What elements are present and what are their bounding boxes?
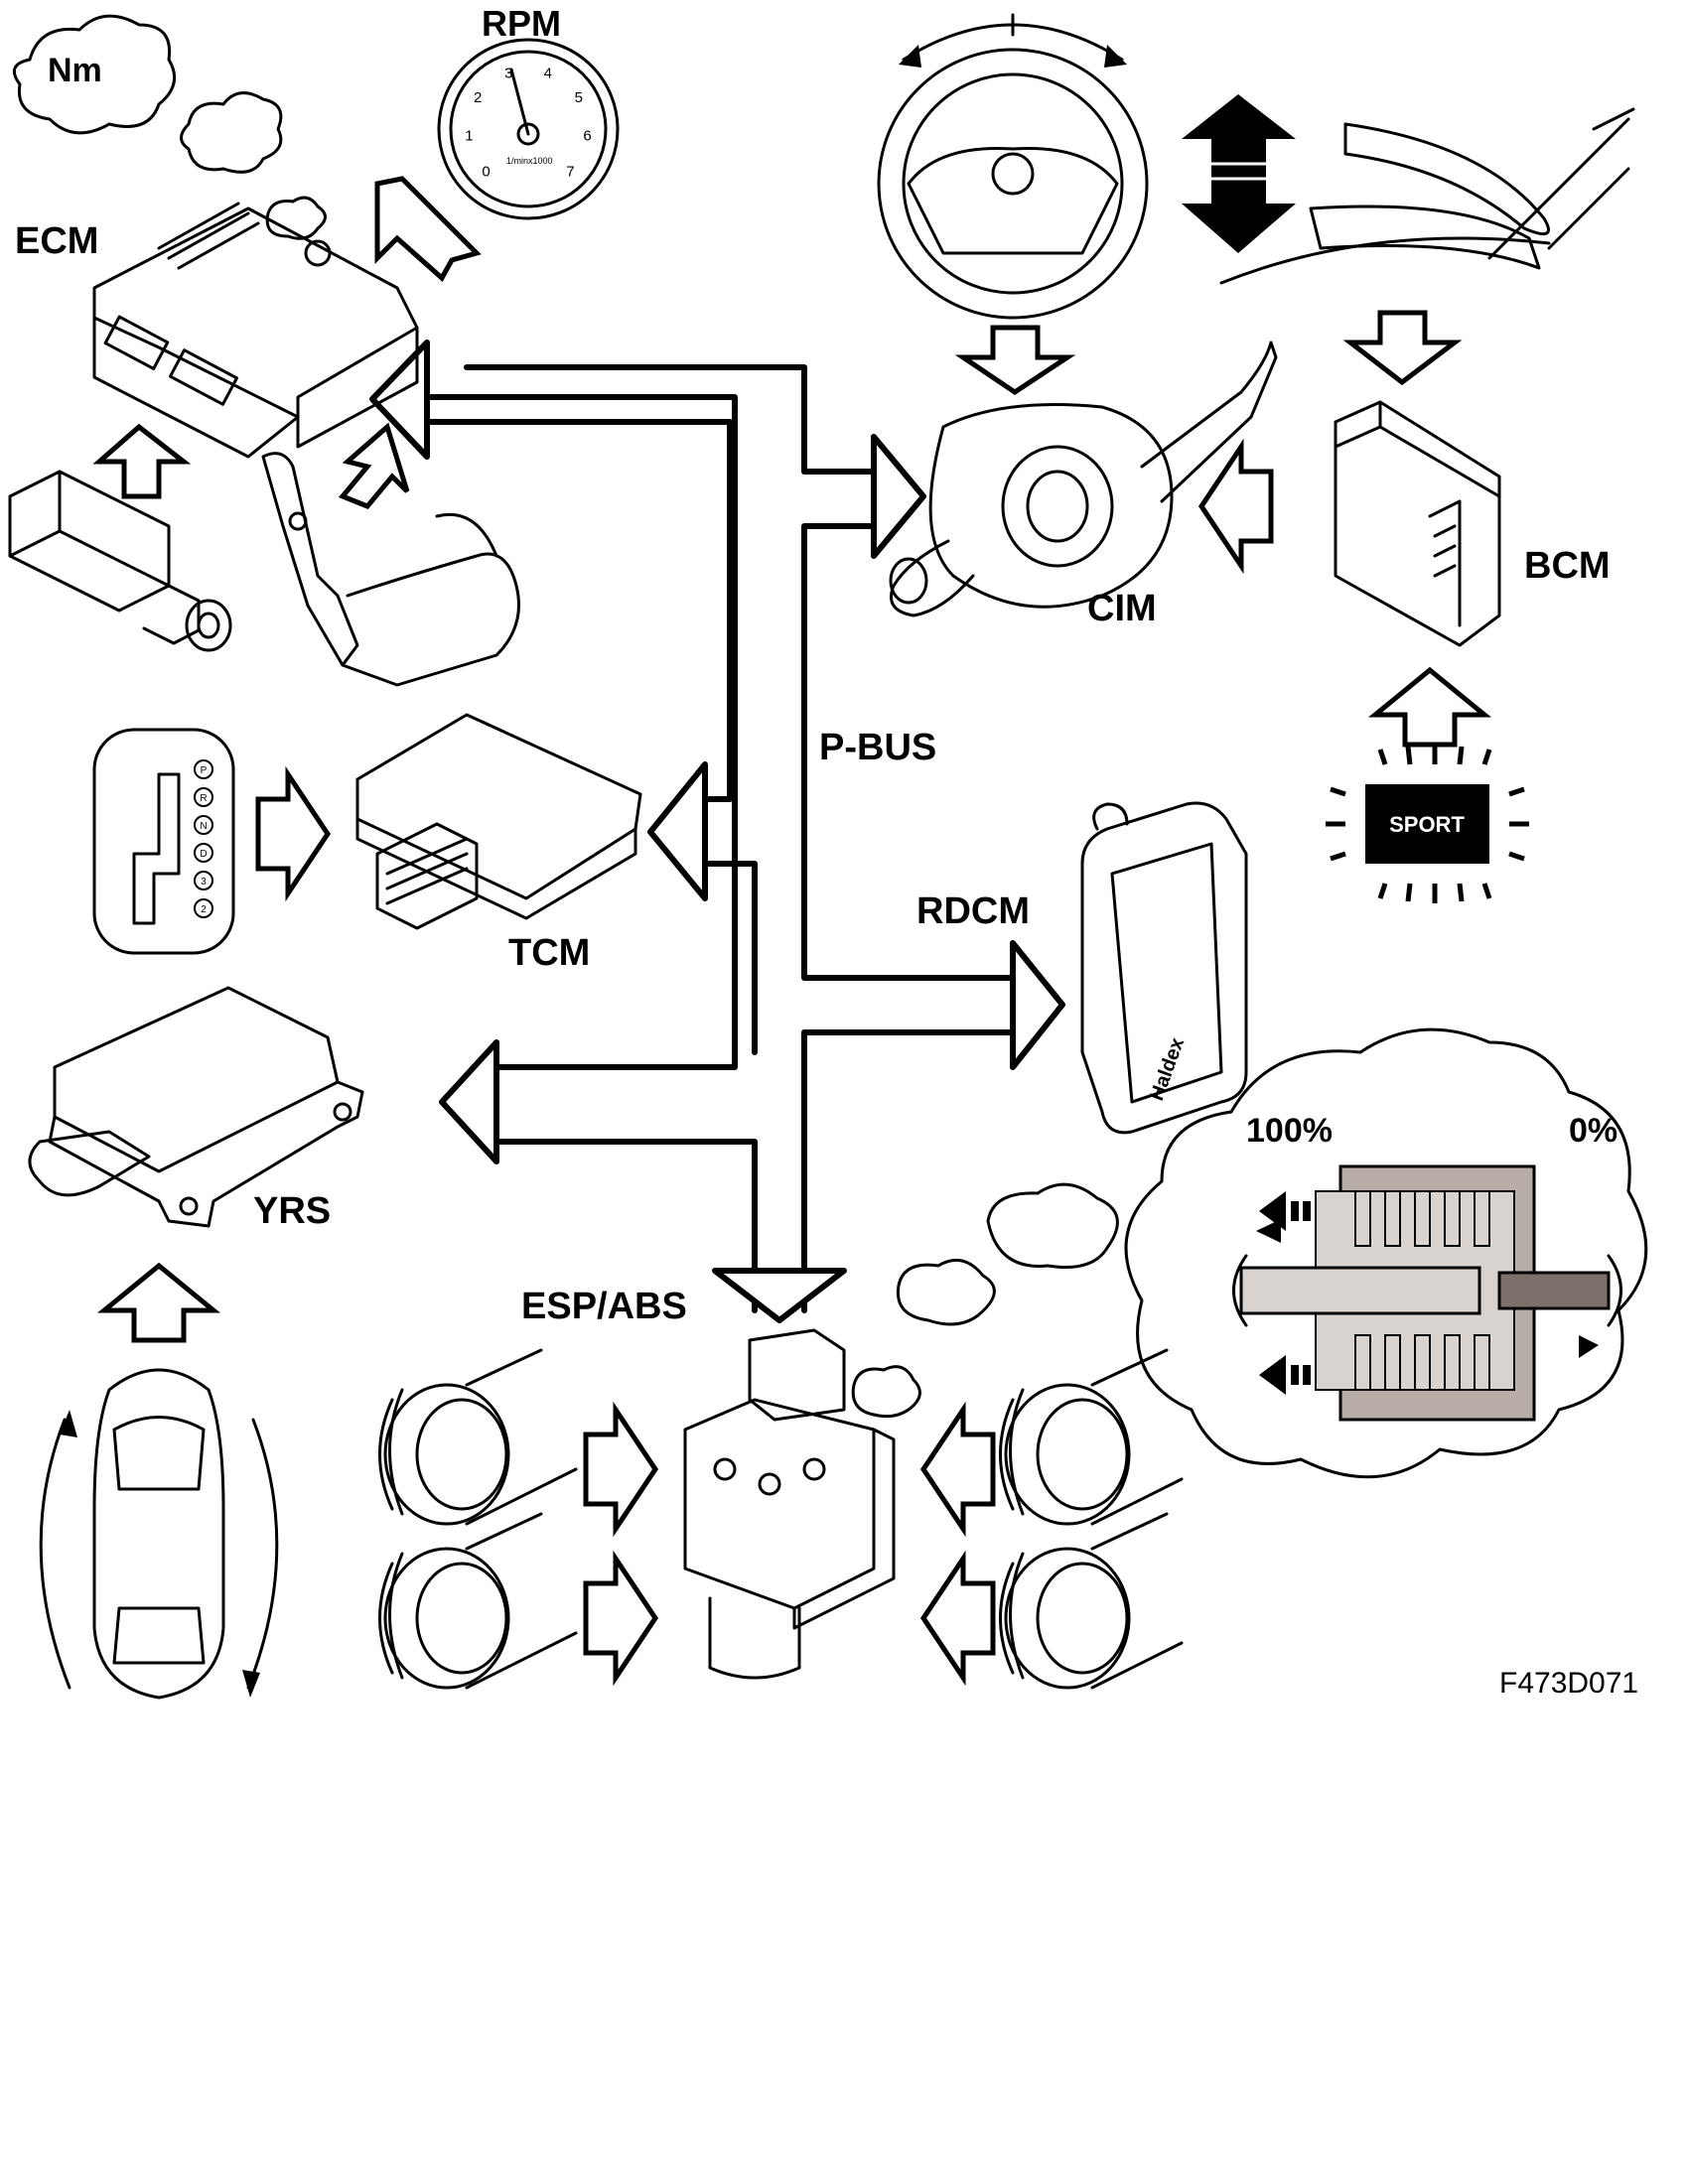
tcm-label: TCM xyxy=(508,932,590,974)
arrow-to-rdcm xyxy=(1010,940,1065,1070)
p-bus-label: P-BUS xyxy=(819,727,936,768)
nm-label: Nm xyxy=(48,52,102,89)
brake-switch-icon xyxy=(8,470,232,652)
ecm-module-icon xyxy=(92,202,419,459)
shifter-position-label: D xyxy=(200,849,207,860)
p-bus-wiring xyxy=(424,364,1016,1313)
shifter-position-mark xyxy=(194,898,213,918)
percent-0-label: 0% xyxy=(1569,1112,1618,1150)
arrow-pedal-to-ecm xyxy=(338,422,410,509)
gauge-tick-label: 3 xyxy=(504,65,512,81)
esp-abs-label: ESP/ABS xyxy=(521,1286,687,1327)
shifter-position-label: 3 xyxy=(201,877,207,887)
arrow-steering-to-cim xyxy=(954,325,1076,396)
shifter-position-label: R xyxy=(200,793,207,804)
gauge-tick-label: 0 xyxy=(482,163,490,180)
clutch-pedal-icon xyxy=(1219,107,1635,285)
rpm-label: RPM xyxy=(482,3,561,44)
wheel-rear-left-icon xyxy=(378,1512,578,1690)
bus-arrowheads xyxy=(369,340,1065,1323)
cim-module-icon xyxy=(889,341,1278,617)
arrow-to-ecm xyxy=(369,340,430,460)
yrs-label: YRS xyxy=(253,1190,331,1232)
arrow-to-esp-abs xyxy=(712,1268,847,1323)
ecm-label: ECM xyxy=(15,220,98,262)
arrow-wheel-rl-to-esp xyxy=(583,1550,659,1687)
accelerator-pedal-icon xyxy=(261,452,520,687)
nm-cloud: Nm xyxy=(12,14,177,135)
gauge-tick-labels: 0 1 2 3 4 5 6 7 xyxy=(465,65,592,180)
arrow-to-tcm xyxy=(647,761,708,901)
percent-100-label: 100% xyxy=(1246,1112,1333,1150)
bcm-label: BCM xyxy=(1524,545,1611,587)
wheel-rear-right-icon xyxy=(999,1512,1184,1690)
gauge-tick-label: 5 xyxy=(575,89,583,106)
shifter-position-label: N xyxy=(200,821,207,832)
arrow-pedal-to-bcm xyxy=(1342,310,1463,386)
arrow-wheel-rr-to-esp xyxy=(919,1550,996,1687)
cim-label: CIM xyxy=(1087,588,1157,629)
shifter-position-label: P xyxy=(201,765,208,776)
arrow-wheel-fl-to-esp xyxy=(583,1401,659,1538)
bcm-module-icon xyxy=(1334,400,1501,647)
force-arrows xyxy=(1259,1191,1311,1395)
arrow-wheel-fr-to-esp xyxy=(919,1401,996,1538)
figure-id: F473D071 xyxy=(1499,1667,1638,1700)
thought-cloud-esp-3 xyxy=(986,1182,1119,1270)
wheel-front-left-icon xyxy=(378,1348,578,1526)
esp-abs-unit-icon xyxy=(683,1328,896,1680)
sport-button-icon: SPORT xyxy=(1326,745,1529,903)
arrow-rpm-to-ecm xyxy=(374,176,482,282)
shifter-position-mark xyxy=(194,787,213,807)
arrow-car-to-yrs xyxy=(96,1262,221,1343)
gauge-tick-label: 1 xyxy=(465,128,473,145)
gauge-tick-label: 4 xyxy=(544,65,552,81)
thought-cloud-small xyxy=(180,91,283,174)
wheel-front-right-icon xyxy=(999,1348,1184,1526)
arrow-bcm-to-cim xyxy=(1197,438,1274,575)
haldex-coupling-cloud: 100% 0% xyxy=(1124,1027,1648,1479)
gauge-tick-label: 6 xyxy=(583,128,591,145)
thought-cloud-esp xyxy=(851,1365,921,1419)
car-top-view-icon xyxy=(39,1368,279,1700)
arrow-brake-switch-to-ecm xyxy=(92,423,192,499)
haldex-label: Haldex xyxy=(1146,1035,1189,1104)
gauge-unit-label: 1/minx1000 xyxy=(506,156,553,166)
shifter-position-mark xyxy=(194,759,213,779)
gauge-tick-label: 2 xyxy=(474,89,482,106)
thought-cloud-esp-2 xyxy=(896,1258,996,1326)
arrow-to-yrs xyxy=(439,1039,499,1164)
sport-label: SPORT xyxy=(1389,812,1465,837)
yrs-module-icon xyxy=(28,986,364,1228)
shifter-position-label: 2 xyxy=(201,904,207,915)
shifter-position-labels: P R N D 3 2 xyxy=(194,759,213,918)
shifter-position-mark xyxy=(194,815,213,835)
arrow-sport-to-bcm xyxy=(1367,666,1492,748)
tcm-module-icon xyxy=(355,713,642,930)
rdcm-module-icon: Haldex xyxy=(1080,801,1248,1135)
thought-cloud-tiny xyxy=(265,196,327,240)
shifter-position-mark xyxy=(194,871,213,890)
gear-selector-icon: P R N D 3 2 xyxy=(92,728,235,955)
rdcm-label: RDCM xyxy=(916,890,1030,932)
shifter-position-mark xyxy=(194,843,213,863)
gauge-tick-label: 7 xyxy=(566,163,574,180)
steering-wheel-icon xyxy=(877,13,1149,320)
arrow-to-cim xyxy=(871,434,926,559)
arrow-shifter-to-tcm xyxy=(255,765,332,902)
rpm-gauge: RPM 0 1 2 3 4 5 6 7 1/minx1000 xyxy=(437,3,620,220)
double-arrow-icon xyxy=(1182,94,1296,253)
